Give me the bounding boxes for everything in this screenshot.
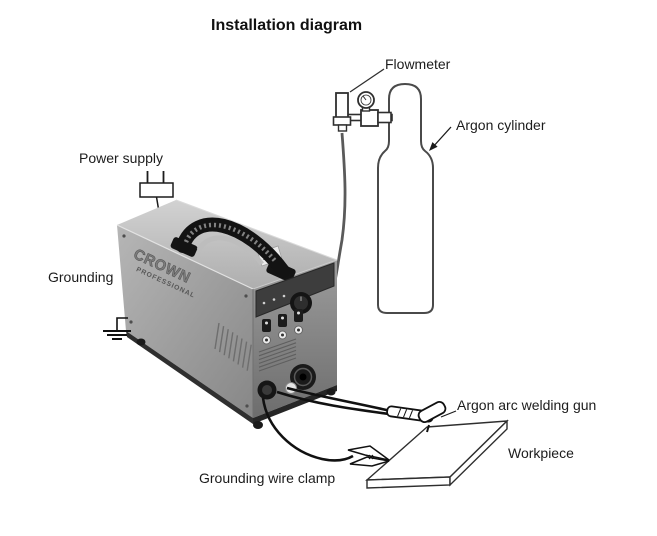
flowmeter-shape: [332, 68, 393, 132]
front-switches: [262, 309, 303, 345]
machine-foot: [326, 388, 336, 396]
label-grounding-wire-clamp: Grounding wire clamp: [199, 470, 336, 486]
front-vent-grille: [258, 338, 297, 372]
workpiece-shape: [365, 419, 509, 489]
welding-machine: CROWN PROFESSIONAL: [116, 199, 338, 429]
diagram-title: Installation diagram: [211, 17, 363, 34]
ground-cable: [261, 397, 354, 462]
label-power-supply: Power supply: [79, 150, 164, 166]
label-argon-cylinder: Argon cylinder: [456, 117, 546, 133]
label-grounding: Grounding: [48, 269, 114, 285]
argon-cylinder-arrow: [429, 126, 452, 151]
cables: [261, 386, 392, 462]
machine-foot: [253, 421, 263, 429]
ground-symbol: [103, 317, 131, 340]
label-welding-gun: Argon arc welding gun: [457, 397, 597, 413]
gun-cable: [286, 386, 392, 413]
welding-gun-shape: [386, 400, 457, 433]
gun-cable: [276, 390, 390, 416]
machine-foot: [136, 338, 146, 346]
argon-cylinder-shape: [377, 82, 434, 314]
gun-leader-line: [440, 410, 457, 418]
output-connectors: [257, 364, 316, 400]
machine-handle: [170, 217, 296, 283]
label-flowmeter: Flowmeter: [385, 56, 451, 72]
front-control-panel: [255, 262, 335, 318]
flowmeter-leader-line: [349, 68, 385, 93]
side-vent-grille: [214, 322, 252, 371]
label-workpiece: Workpiece: [508, 445, 574, 461]
grounding-clamp-shape: [347, 445, 390, 467]
